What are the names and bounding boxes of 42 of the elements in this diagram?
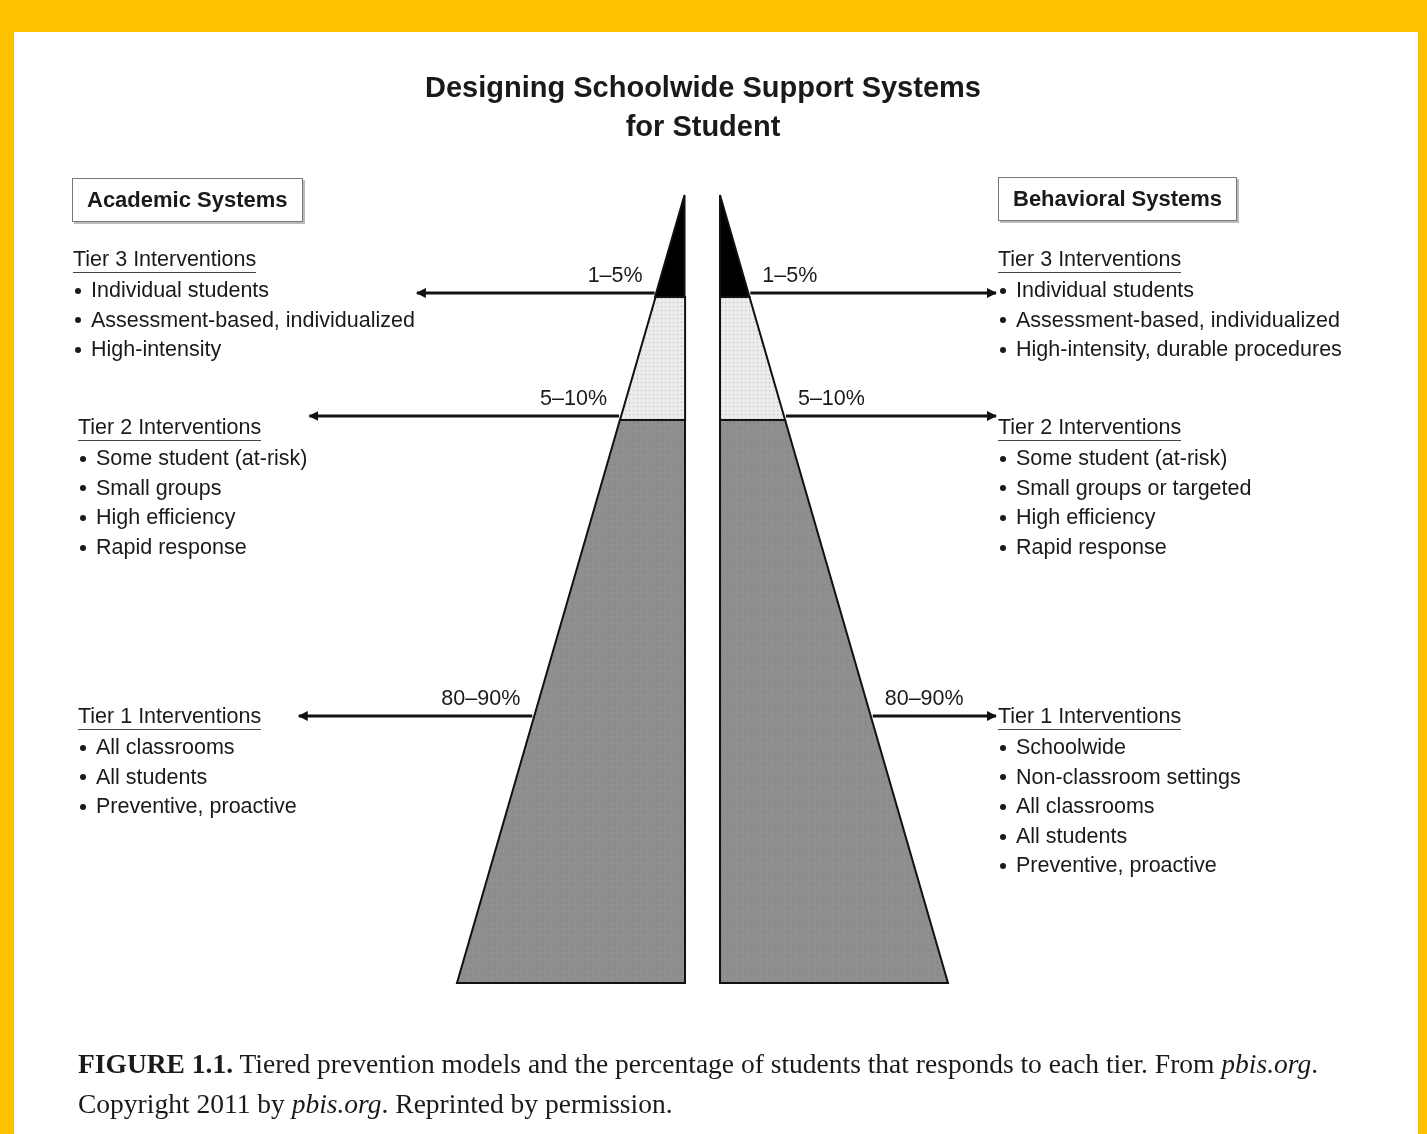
bullet-text: Individual students	[91, 277, 270, 304]
bullet-text: All classrooms	[1016, 793, 1155, 821]
bullet-text: Individual students	[1016, 277, 1195, 304]
bullet-text: Small groups	[96, 474, 222, 502]
pyramid-band	[619, 297, 685, 420]
arrow	[872, 711, 997, 721]
bullet-text: All classrooms	[96, 734, 235, 761]
bullet-text: Small groups or targeted	[1016, 474, 1252, 502]
arrow	[415, 288, 655, 298]
system-label-box: Academic Systems	[72, 178, 303, 222]
bullet-text: High-intensity	[91, 336, 222, 364]
diagram-title: Designing Schoolwide Support Systems for Student	[424, 70, 982, 144]
bullet-text: Some student (at-risk)	[1016, 445, 1228, 472]
bullet-text: Preventive, proactive	[96, 793, 297, 821]
bullet-text: Rapid response	[96, 533, 247, 561]
bullet-text: All students	[1016, 822, 1128, 850]
arrow	[308, 411, 620, 421]
arrow	[785, 411, 997, 421]
bullet-text: Assessment-based, individualized	[91, 306, 415, 334]
figure-caption: FIGURE 1.1. Tiered prevention models and the percentage of students that responds to each tier. From pbis.org. Copyright 2011 by pbis.org. Reprinted by permission.	[78, 1047, 1320, 1121]
tier-heading: Tier 1 Interventions	[998, 703, 1182, 730]
tier-heading: Tier 2 Interventions	[78, 414, 262, 441]
tier-heading: Tier 1 Interventions	[78, 703, 262, 730]
bullet-text: Rapid response	[1016, 533, 1167, 561]
arrow	[297, 711, 533, 721]
tier-heading: Tier 3 Interventions	[73, 246, 257, 273]
bullet-text: Some student (at-risk)	[96, 445, 308, 472]
tier-heading: Tier 2 Interventions	[998, 414, 1182, 441]
bullet-text: All students	[96, 763, 208, 791]
pyramid-band	[720, 297, 786, 420]
bullet-text: High efficiency	[1016, 504, 1156, 532]
bullet-text: Schoolwide	[1016, 734, 1126, 761]
pyramid-tip	[655, 195, 685, 297]
bullet-text: High efficiency	[96, 504, 236, 532]
bullet-text: Preventive, proactive	[1016, 852, 1217, 880]
bullet-text: Assessment-based, individualized	[1016, 306, 1340, 334]
system-label-box: Behavioral Systems	[998, 177, 1238, 221]
bullet-text: Non-classroom settings	[1016, 763, 1241, 791]
pyramid-tip	[720, 195, 750, 297]
arrow	[750, 288, 997, 298]
bullet-text: High-intensity, durable procedures	[1016, 336, 1342, 364]
tier-heading: Tier 3 Interventions	[998, 246, 1182, 273]
